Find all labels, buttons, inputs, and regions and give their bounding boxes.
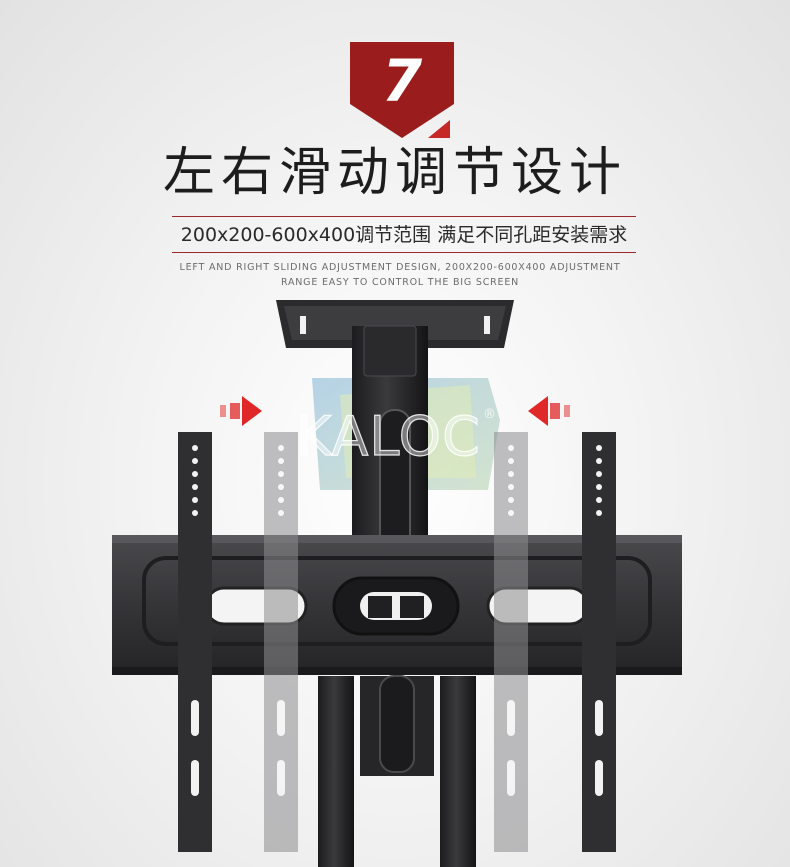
- subtitle: 200x200-600x400调节范围 满足不同孔距安装需求: [180, 224, 628, 246]
- outer-arm-left: [178, 432, 212, 852]
- arrow-right-icon: [220, 396, 262, 426]
- badge-shield: [350, 42, 454, 138]
- divider-bottom: [172, 252, 636, 253]
- english-caption-line-1: LEFT AND RIGHT SLIDING ADJUSTMENT DESIGN…: [179, 262, 621, 273]
- page-title: 左右滑动调节设计: [162, 143, 627, 203]
- divider-top: [172, 216, 636, 217]
- watermark-brand: KALOC: [295, 404, 481, 468]
- support-poles: [318, 675, 476, 867]
- arrow-left-icon: [528, 396, 570, 426]
- center-column: [352, 325, 428, 576]
- english-caption-line-2: RANGE EASY TO CONTROL THE BIG SCREEN: [280, 277, 520, 288]
- top-tray: [276, 300, 514, 348]
- outer-arm-right: [582, 432, 616, 852]
- registered-mark: ®: [483, 407, 496, 422]
- inner-arm-left: [264, 432, 298, 852]
- badge-number: 7: [381, 47, 423, 115]
- inner-arm-right: [494, 432, 528, 852]
